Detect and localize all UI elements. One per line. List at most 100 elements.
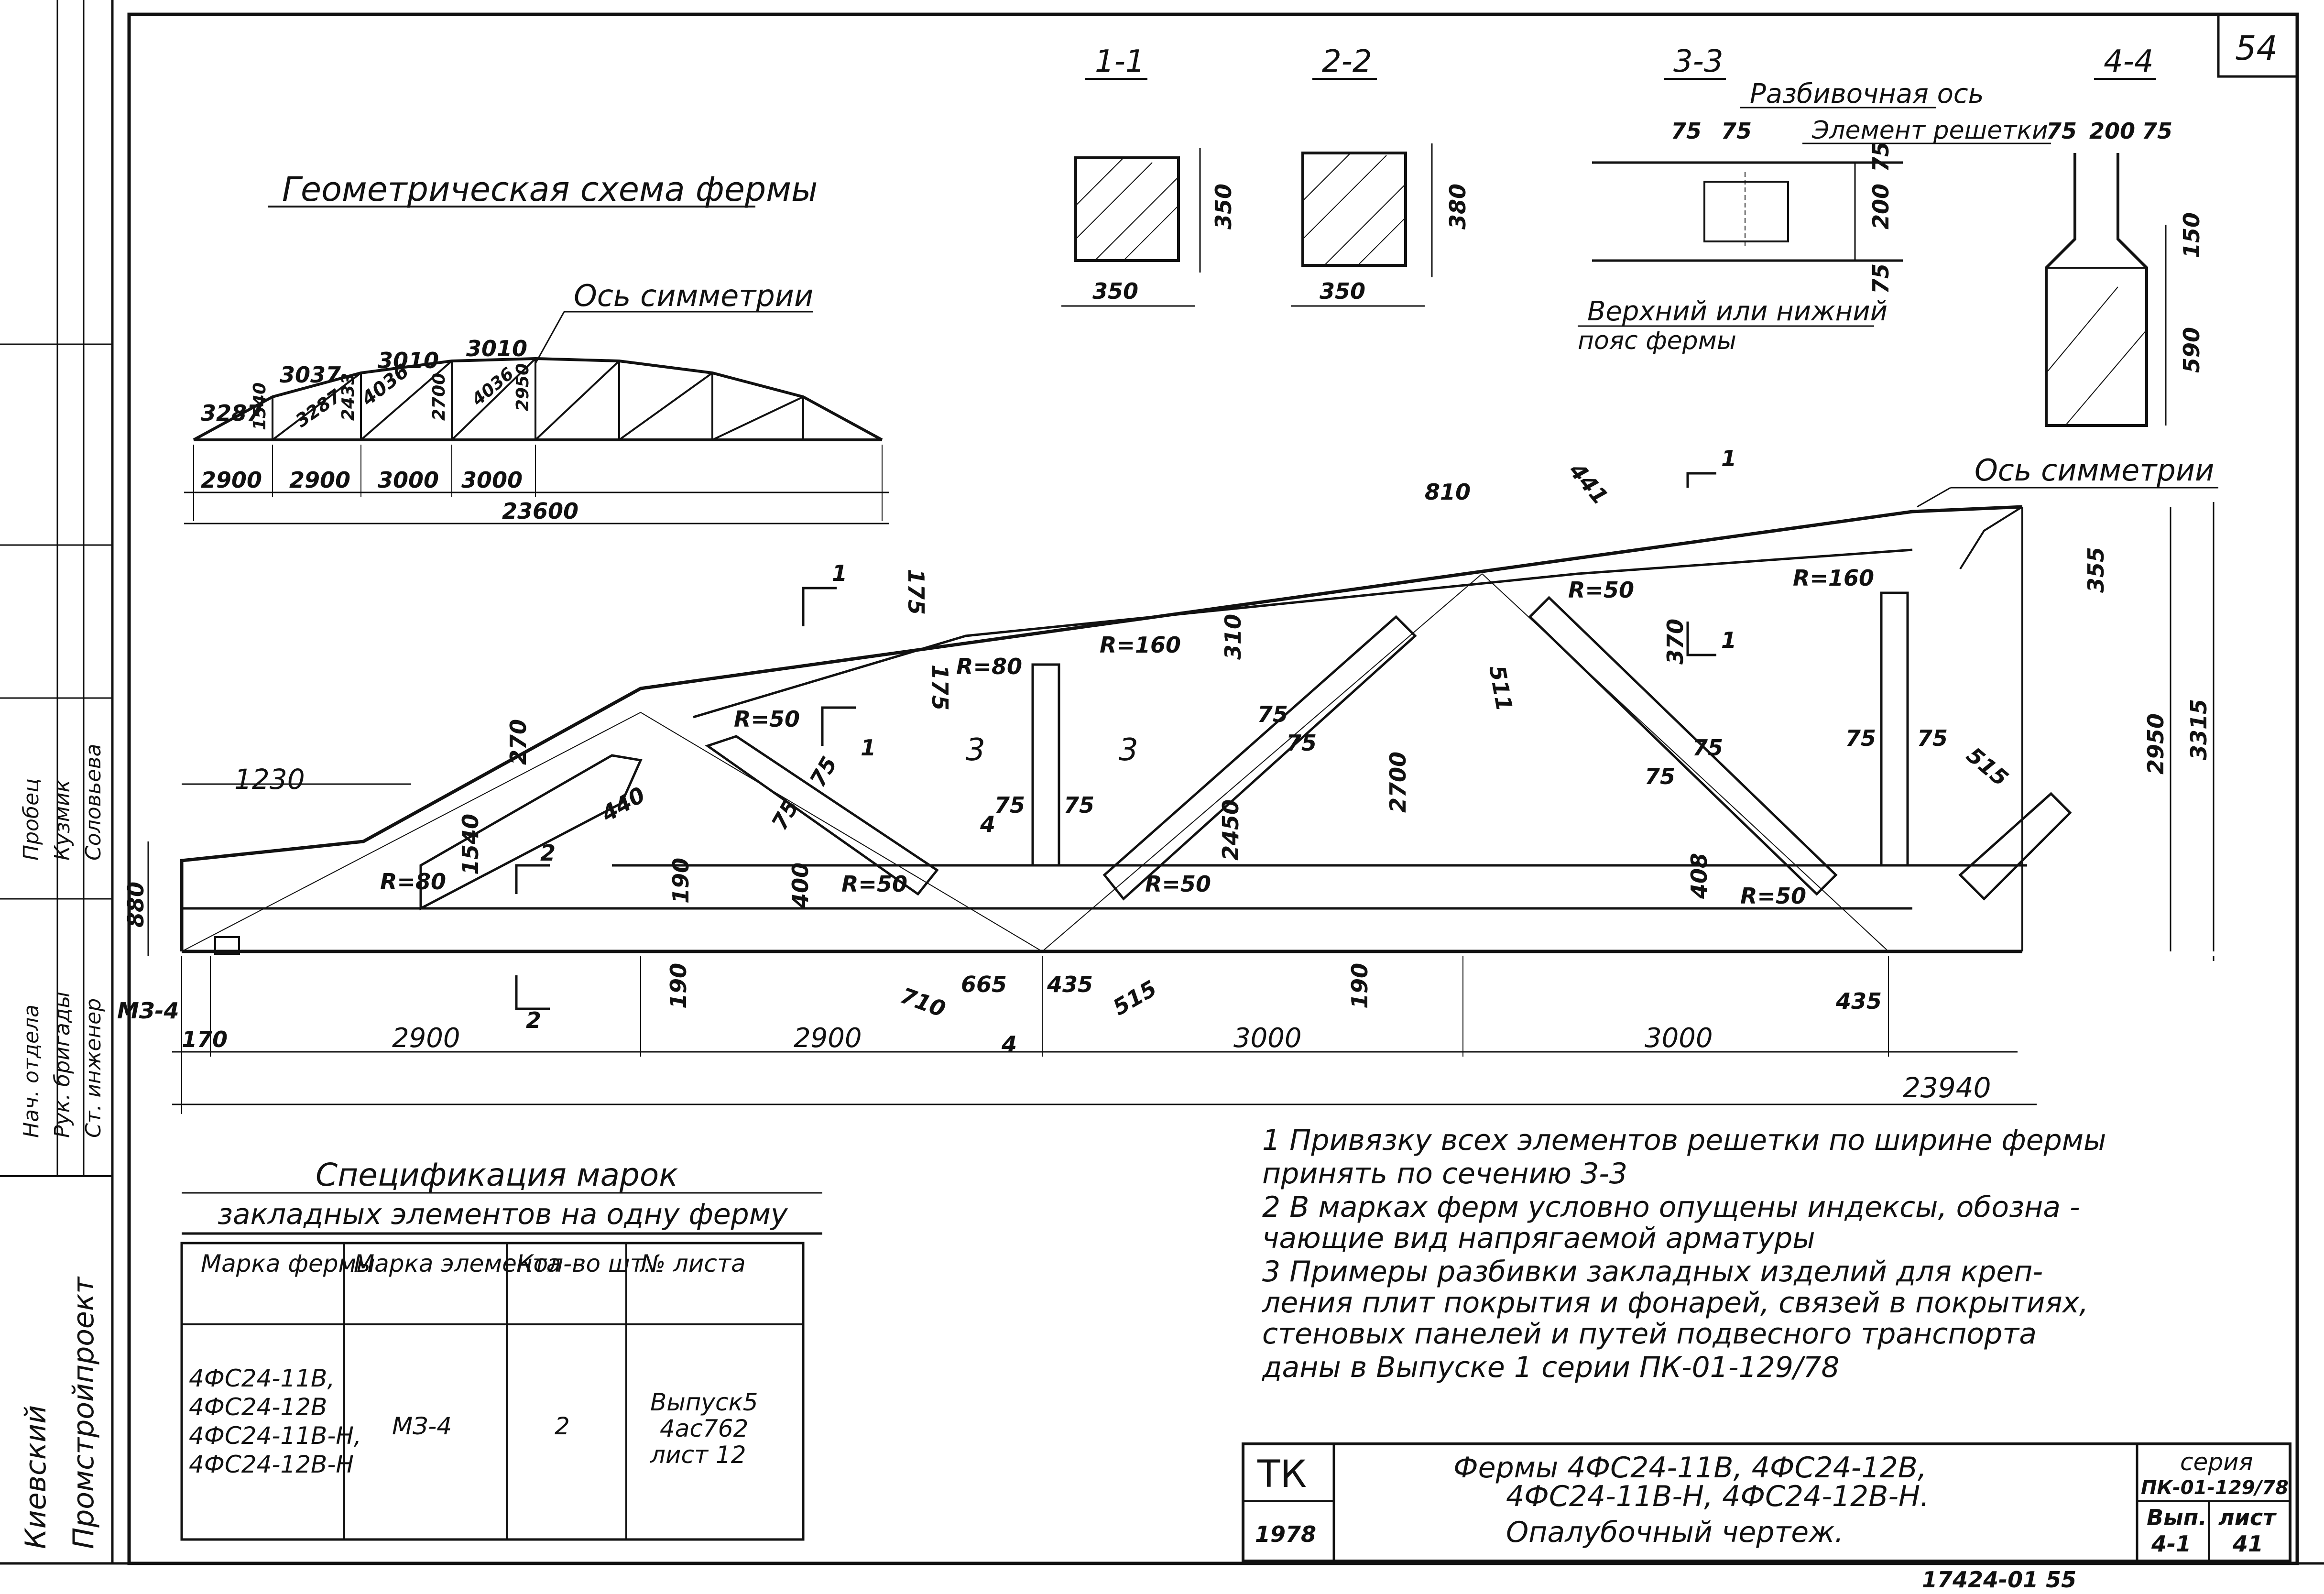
dim: 515 (1109, 975, 1161, 1021)
dim: 75 (994, 792, 1025, 818)
series: ПК-01-129/78 (2141, 1477, 2289, 1499)
dim: 175 (927, 665, 953, 710)
role-label: Рук. бригады (50, 992, 75, 1138)
truss-dimensions-mid: 1230 880 190 400 75 75 75 75 75 75 75 75… (123, 699, 2212, 956)
cut-mark: 1 (1721, 446, 1736, 471)
dim: 75 (1868, 263, 1894, 294)
dim: 75 (1671, 118, 1702, 144)
sheet-ref: 4ас762 (660, 1415, 748, 1442)
lattice-element-label: Элемент решетки (1811, 116, 2048, 145)
dim: 175 (903, 569, 929, 615)
radius: R=50 (734, 706, 800, 732)
truss-formwork-drawing: Ось симметрии МЗ-4 (117, 453, 2218, 1024)
panel-dim: 3000 (1645, 1023, 1713, 1054)
dim: 190 (668, 858, 694, 904)
org-name-2: Промстройпроект (67, 1276, 100, 1549)
side-strip: Нач. отдела Рук. бригады Ст. инженер Про… (0, 0, 114, 1563)
dim: 511 (1484, 664, 1517, 713)
note-line: принять по сечению 3-3 (1262, 1157, 1627, 1190)
dim: 441 (1564, 458, 1614, 510)
dim: 515 (1962, 742, 2013, 791)
dim: 75 (1845, 725, 1876, 751)
notes: 1 Привязку всех элементов решетки по шир… (1262, 1124, 2106, 1384)
note-line: чающие вид напрягаемой арматуры (1262, 1222, 1815, 1255)
dim: 75 (1286, 730, 1317, 756)
member-length: 4036 (468, 364, 518, 410)
cut-mark: 3 (966, 732, 985, 768)
dim: 400 (787, 863, 813, 909)
diagonal-3 (1528, 596, 1838, 896)
diagonal-2 (1102, 615, 1417, 901)
dim: 75 (2142, 118, 2172, 144)
cut-mark: 1 (861, 735, 876, 761)
cut-mark: 2 (540, 840, 556, 866)
cut-mark: 2 (526, 1007, 541, 1033)
truss-mark: 4ФС24-11В, (189, 1365, 335, 1392)
signer-name: Соловьева (81, 743, 106, 861)
chord-caption-1: Верхний или нижний (1587, 296, 1888, 327)
vertical-post-2 (1880, 591, 1909, 867)
dim: 75 (2046, 118, 2077, 144)
header-sheet-no: № листа (639, 1250, 746, 1277)
panel-dim: 2900 (794, 1023, 862, 1054)
cut-mark: 3 (1119, 732, 1138, 768)
symmetry-axis-label: Ось симметрии (1975, 453, 2214, 488)
diagonal-1 (705, 735, 939, 896)
dim: 75 (1692, 735, 1723, 761)
truss-dimensions-low: R=80 R=50 R=50 R=50 190 190 710 665 435 … (380, 869, 1882, 1022)
dim: 2950 (2143, 713, 2169, 775)
member-length: 3010 (466, 336, 527, 361)
dim: 710 (897, 983, 949, 1023)
layout-axis-label: Разбивочная ось (1750, 78, 1984, 109)
bottom-code: 17424-01 55 (1922, 1567, 2076, 1593)
header-element-mark: Марка элемента (354, 1250, 561, 1277)
page-number-box (2217, 13, 2299, 78)
note-line: стеновых панелей и путей подвесного тран… (1262, 1317, 2037, 1351)
section-4-4: 4-4 75 200 75 150 590 (2045, 44, 2204, 427)
cut-mark: 1 (1721, 627, 1736, 653)
title-line-2: 4ФС24-11В-Н, 4ФС24-12В-Н. (1506, 1480, 1929, 1513)
header-qty: Кол-во шт. (516, 1250, 652, 1277)
dim: 200 (1868, 184, 1894, 229)
member-length: 1540 (250, 382, 270, 430)
panel-dim: 2900 (392, 1023, 460, 1054)
radius: R=50 (1740, 883, 1806, 909)
dim: 440 (597, 782, 650, 827)
radius: R=50 (1145, 871, 1211, 897)
member-length: 3287 (292, 385, 345, 431)
issue: 4-1 (2151, 1531, 2191, 1557)
title-line-3: Опалубочный чертеж. (1506, 1516, 1844, 1549)
section-rect (1301, 152, 1407, 267)
section-1-1: 1-1 350 350 (1061, 44, 1236, 307)
note-line: ления плит покрытия и фонарей, связей в … (1262, 1286, 2088, 1320)
section-2-2: 2-2 350 380 (1291, 44, 1471, 307)
dim: 355 (2083, 547, 2109, 593)
truss-mark: 4ФС24-12В-Н (189, 1451, 354, 1478)
note-line: 2 В марках ферм условно опущены индексы,… (1262, 1190, 2080, 1224)
note-line: 1 Привязку всех элементов решетки по шир… (1262, 1124, 2106, 1157)
sheet-ref: Выпуск5 (650, 1388, 758, 1416)
truss-mark: 4ФС24-12В (189, 1393, 327, 1421)
member-length: 3037 (280, 362, 341, 388)
geometric-scheme: Геометрическая схема фермы Ось симметрии… (184, 170, 889, 524)
truss-mark: 4ФС24-11В-Н, (189, 1422, 361, 1450)
scheme-title: Геометрическая схема фермы (282, 170, 818, 209)
dim: 370 (1662, 619, 1688, 665)
dim: 665 (961, 972, 1007, 997)
section-3-3: 3-3 Разбивочная ось Элемент решетки 75 7… (1578, 44, 2051, 355)
sheet-ref: лист 12 (650, 1441, 746, 1469)
note-line: 3 Примеры разбивки закладных изделий для… (1262, 1255, 2043, 1288)
radius: R=80 (380, 869, 446, 895)
embedded-part-label: МЗ-4 (117, 998, 179, 1024)
member-length: 2433 (338, 373, 358, 421)
dim: 435 (1047, 972, 1093, 997)
cut-mark: 4 (980, 811, 995, 837)
radius: R=160 (1793, 565, 1874, 591)
dim: 75 (1257, 701, 1288, 727)
overall-length: 23940 (1903, 1071, 1991, 1104)
truss-outer-outline (180, 505, 2023, 953)
dim: 3315 (2186, 699, 2212, 760)
section-square (1074, 156, 1180, 262)
panel-length: 3000 (378, 467, 439, 493)
